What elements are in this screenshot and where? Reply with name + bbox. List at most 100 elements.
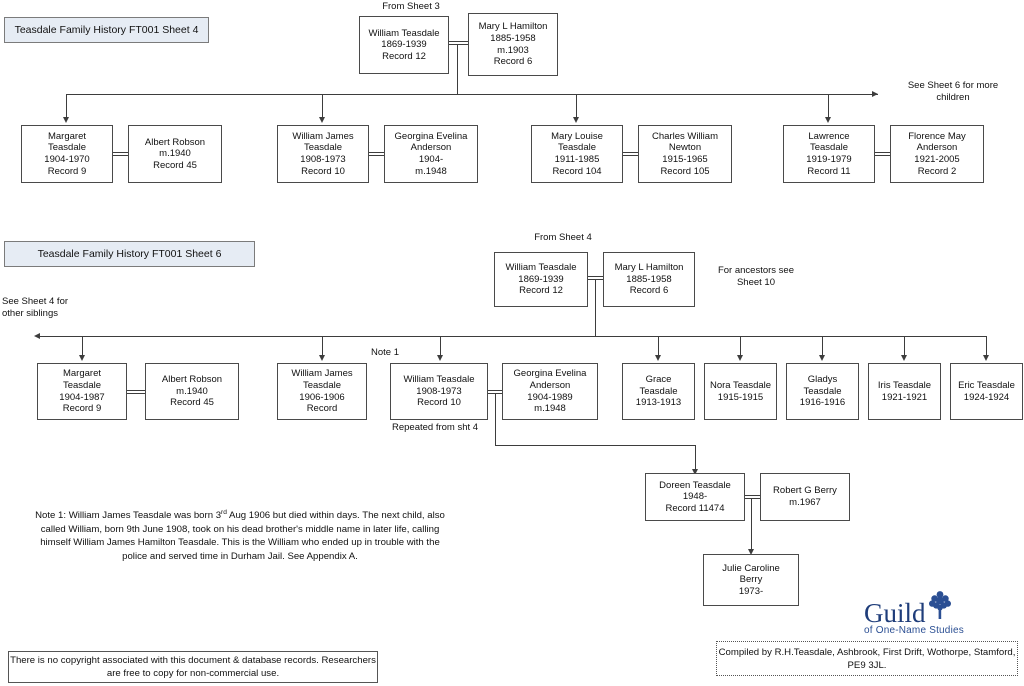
person-given-name: Grace (645, 374, 672, 386)
person-record: Record 12 (382, 50, 426, 62)
sheet6-marriage-connector-william (488, 390, 502, 394)
sheet6-mother-box: Mary L Hamilton 1885-1958 Record 6 (603, 252, 695, 307)
sheet4-parent-drop-line (457, 45, 458, 94)
tree-icon (927, 590, 953, 625)
sheet6-stem-grace (658, 336, 659, 357)
person-record: Record 9 (47, 165, 87, 177)
sheet6-marriage-connector (588, 276, 603, 280)
person-record: Record 45 (170, 397, 214, 409)
sheet4-see-sheet6-label: See Sheet 6 for more children (907, 80, 999, 103)
person-record: Record 6 (629, 285, 669, 297)
sheet6-sibling-bar (40, 336, 986, 337)
sheet6-child-grace-teasdale: Grace Teasdale 1913-1913 (622, 363, 695, 420)
sheet4-stem-lawrence (828, 94, 829, 119)
person-given-name: Julie Caroline (722, 562, 780, 574)
sheet6-note1-marker: Note 1 (371, 347, 399, 358)
person-name: Robert G Berry (773, 485, 837, 497)
person-dates: 1904- (418, 154, 444, 165)
sheet4-child-lawrence-teasdale: Lawrence Teasdale 1919-1979 Record 11 (783, 125, 875, 183)
sheet6-arrow-gladys (818, 355, 825, 361)
person-name: Doreen Teasdale (659, 479, 731, 491)
sheet4-marriage-connector-mary-louise (623, 152, 638, 156)
person-dates: 1869-1939 (381, 39, 427, 51)
person-dates: 1885-1958 (490, 32, 536, 44)
sheet6-arrow-william-james (318, 355, 325, 361)
sheet4-stem-margaret (66, 94, 67, 119)
sheet6-from-sheet-label: From Sheet 4 (534, 232, 592, 243)
person-record: Record 11474 (665, 502, 725, 514)
sheet6-arrow-william (436, 355, 443, 361)
sheet6-doreen-stem (695, 445, 696, 471)
sheet6-arrow-margaret (78, 355, 85, 361)
sheet6-arrow-julie (747, 549, 754, 555)
sheet6-stem-nora (740, 336, 741, 357)
person-dates: 1911-1985 (554, 154, 600, 165)
person-dates: 1924-1924 (963, 391, 1010, 403)
person-dates: 1948- (682, 491, 708, 503)
person-given-name: Mary Louise (551, 130, 603, 142)
sheet6-see-sheet4-label: See Sheet 4 for other siblings (2, 296, 69, 319)
sheet6-stem-margaret (82, 336, 83, 357)
person-surname: Teasdale (557, 142, 597, 154)
person-dates: 1915-1915 (717, 391, 764, 403)
sheet6-arrow-eric (982, 355, 989, 361)
sheet4-father-box: William Teasdale 1869-1939 Record 12 (359, 16, 449, 74)
person-surname: Newton (668, 142, 702, 154)
sheet6-descendant-doreen-teasdale: Doreen Teasdale 1948- Record 11474 (645, 473, 745, 521)
sheet6-union-horizontal-line (495, 445, 695, 446)
sheet6-julie-drop-line (751, 499, 752, 550)
person-dates: 1916-1916 (799, 397, 846, 409)
person-record: Record 11 (807, 165, 851, 177)
person-dates: 1869-1939 (518, 273, 564, 285)
sheet6-title-text: Teasdale Family History FT001 Sheet 6 (37, 248, 222, 260)
person-record: Record 9 (62, 403, 102, 415)
sheet6-child-eric-teasdale: Eric Teasdale 1924-1924 (950, 363, 1023, 420)
person-surname: Teasdale (303, 142, 343, 154)
person-given-name: Georgina Evelina (513, 368, 587, 380)
sheet6-repeated-from-sheet4-label: Repeated from sht 4 (392, 422, 479, 433)
person-name: Albert Robson (161, 374, 223, 386)
sheet6-sibling-bar-arrow-left (34, 332, 40, 339)
sheet4-arrow-margaret (62, 117, 69, 123)
person-dates: 1904-1970 (44, 154, 90, 165)
note1-text-part1: Note 1: William James Teasdale was born … (35, 510, 222, 522)
sheet4-title-text: Teasdale Family History FT001 Sheet 4 (14, 24, 199, 36)
person-name: Albert Robson (144, 136, 206, 148)
person-record: Record 10 (417, 397, 461, 409)
person-given-name: Charles William (652, 130, 718, 142)
sheet4-arrow-william (318, 117, 325, 123)
person-dates: 1973- (738, 585, 764, 597)
person-name: Nora Teasdale (709, 379, 772, 391)
person-dates: 1908-1973 (300, 154, 346, 165)
sheet4-marriage-connector-william (369, 152, 384, 156)
sheet6-father-box: William Teasdale 1869-1939 Record 12 (494, 252, 588, 307)
person-marriage: m.1948 (415, 165, 447, 177)
sheet4-sibling-bar-arrow-right (872, 90, 878, 97)
person-marriage: m.1967 (789, 497, 821, 508)
person-record: Record 105 (660, 165, 710, 177)
note1-ordinal-suffix: rd (221, 509, 227, 516)
compiled-by-text: Compiled by R.H.Teasdale, Ashbrook, Firs… (718, 646, 1016, 671)
sheet6-child-margaret-teasdale: Margaret Teasdale 1904-1987 Record 9 (37, 363, 127, 420)
person-surname: Anderson (529, 379, 571, 391)
person-dates: 1904-1989 (527, 391, 573, 403)
note1-paragraph: Note 1: William James Teasdale was born … (35, 506, 445, 563)
sheet6-child-gladys-teasdale: Gladys Teasdale 1916-1916 (786, 363, 859, 420)
person-marriage: m.1903 (497, 44, 529, 56)
copyright-text: There is no copyright associated with th… (10, 655, 376, 679)
person-marriage: m.1940 (159, 148, 191, 160)
sheet6-child-william-teasdale: William Teasdale 1908-1973 Record 10 (390, 363, 488, 420)
person-given-name: Florence May (908, 130, 966, 142)
person-record: Record (306, 403, 338, 415)
person-dates: 1906-1906 (299, 391, 345, 403)
sheet6-arrow-grace (654, 355, 661, 361)
sheet4-stem-mary-louise (576, 94, 577, 119)
sheet4-mother-box: Mary L Hamilton 1885-1958 m.1903 Record … (468, 13, 558, 76)
person-surname: Teasdale (639, 385, 678, 397)
sheet4-child-florence-may-anderson: Florence May Anderson 1921-2005 Record 2 (890, 125, 984, 183)
guild-logo: Guild o (864, 590, 964, 636)
sheet6-child-nora-teasdale: Nora Teasdale 1915-1915 (704, 363, 777, 420)
sheet4-marriage-connector (449, 41, 468, 45)
sheet6-stem-william (440, 336, 441, 357)
